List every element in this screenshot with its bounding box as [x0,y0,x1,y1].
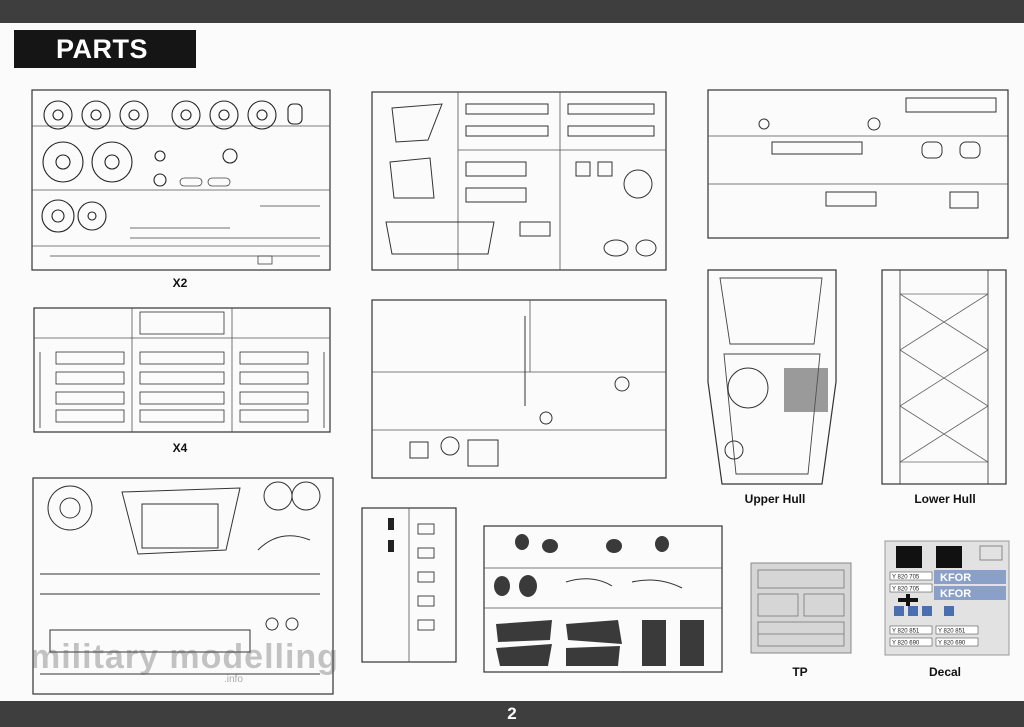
tp-sheet [750,562,852,654]
decal-label: Decal [928,665,962,679]
sprue-handles [360,504,460,666]
sprue-interior [370,296,670,482]
sprue-small-parts [30,298,334,438]
decal-serial-4: Y 820 851 [938,629,966,635]
small-parts-multiplier: X4 [172,441,188,455]
top-band [0,0,1024,23]
decal-serial-3: Y 820 851 [892,629,920,635]
watermark-sub: .info [224,674,243,685]
sprue-fittings [706,84,1012,242]
decal-serial-1: Y 820 705 [892,575,920,581]
decal-kfor-1: KFOR [940,572,971,584]
lower-hull-label: Lower Hull [914,492,976,506]
upper-hull-label: Upper Hull [744,492,806,506]
decal-serial-5: Y 820 690 [892,641,920,647]
tp-label: TP [792,665,808,679]
sprue-wheels [30,86,334,274]
bottom-band [0,701,1024,727]
upper-hull-part [704,264,840,490]
sprue-figures [482,520,726,676]
decal-serial-2: Y 820 705 [892,587,920,593]
sprue-body-parts [370,88,670,274]
watermark: military modelling [30,638,339,676]
decal-sheet: KFOR KFOR Y 820 705 Y 820 705 Y 820 851 … [884,540,1010,656]
page-number: 2 [507,704,517,723]
page-title: PARTS [14,30,196,68]
wheels-multiplier: X2 [172,276,188,290]
decal-kfor-2: KFOR [940,588,971,600]
road-wheels [41,100,303,233]
decal-serial-6: Y 820 690 [938,641,966,647]
lower-hull-part [876,264,1012,490]
sprue-turret [30,470,336,698]
